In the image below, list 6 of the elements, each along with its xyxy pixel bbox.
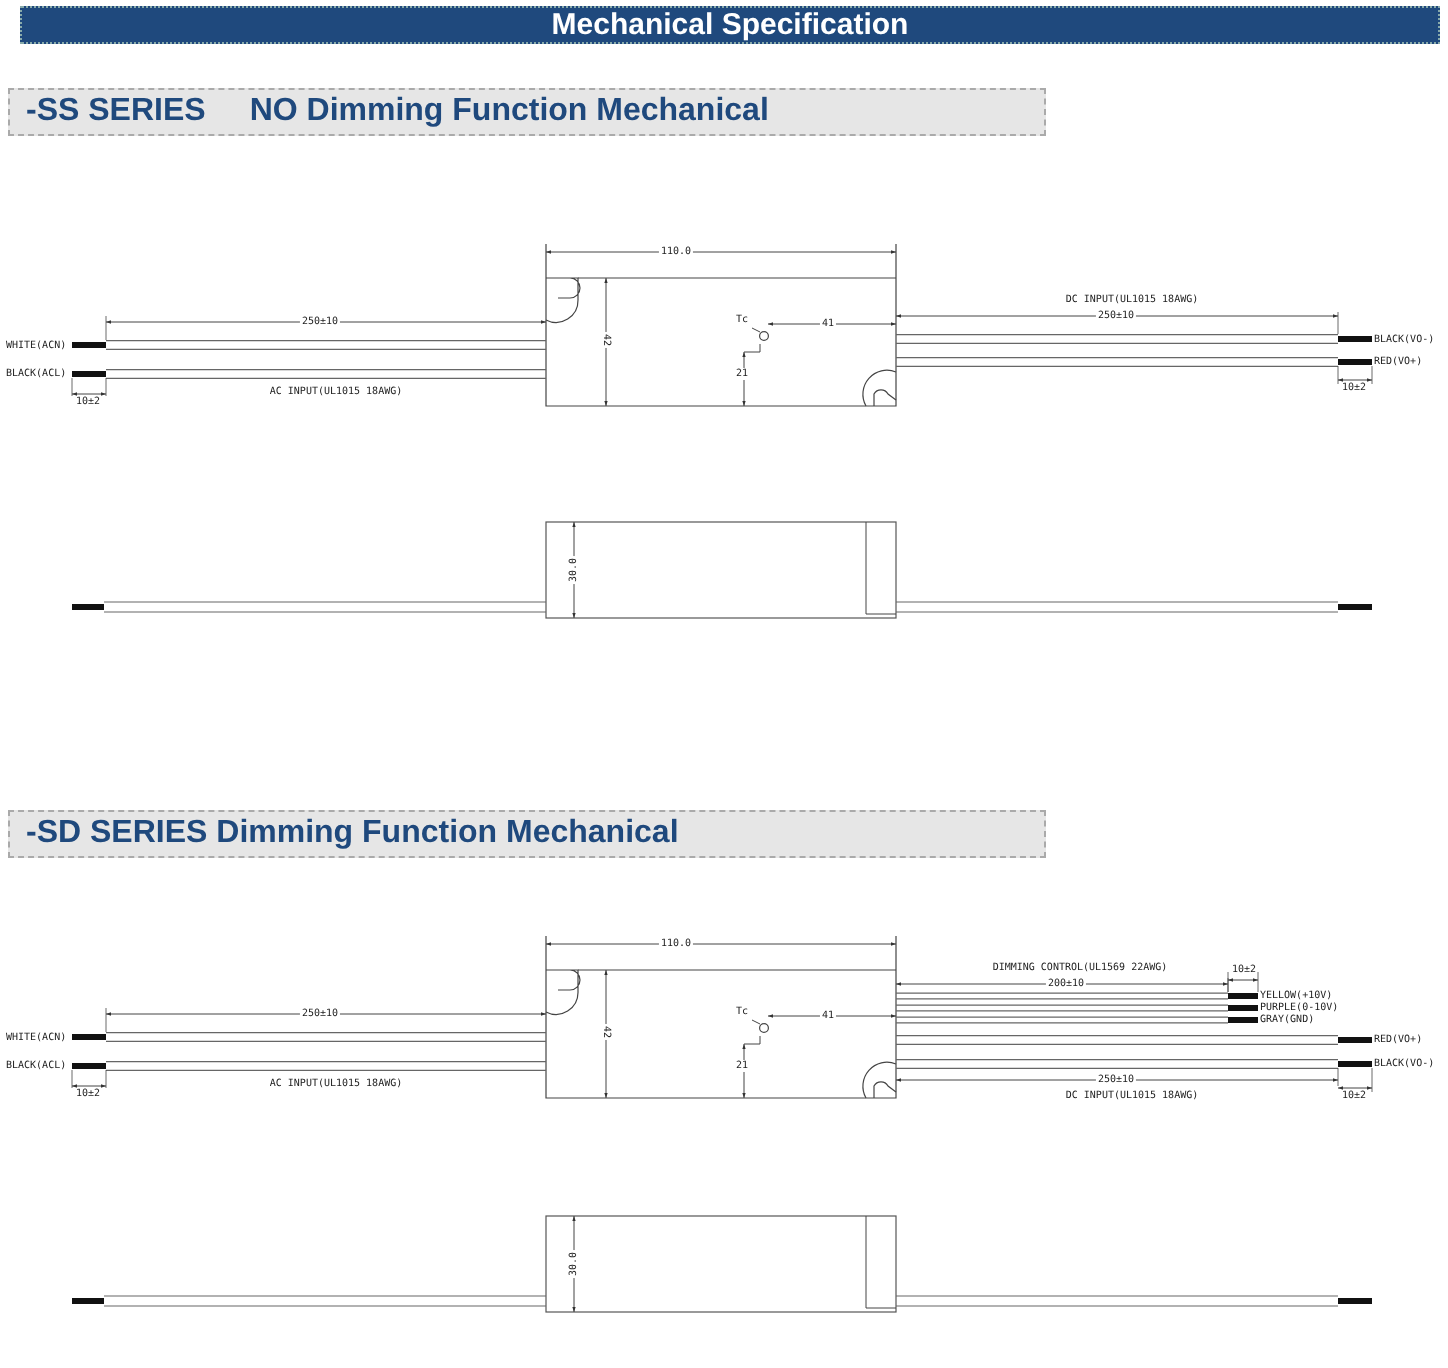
page-title: Mechanical Specification xyxy=(20,6,1440,44)
section-header xyxy=(8,810,1046,858)
section-heading: -SS SERIES xyxy=(26,94,206,128)
section-heading: -SD SERIES Dimming Function Mechanical xyxy=(26,816,679,850)
section-heading: NO Dimming Function Mechanical xyxy=(249,94,769,128)
section-header xyxy=(8,88,1046,136)
